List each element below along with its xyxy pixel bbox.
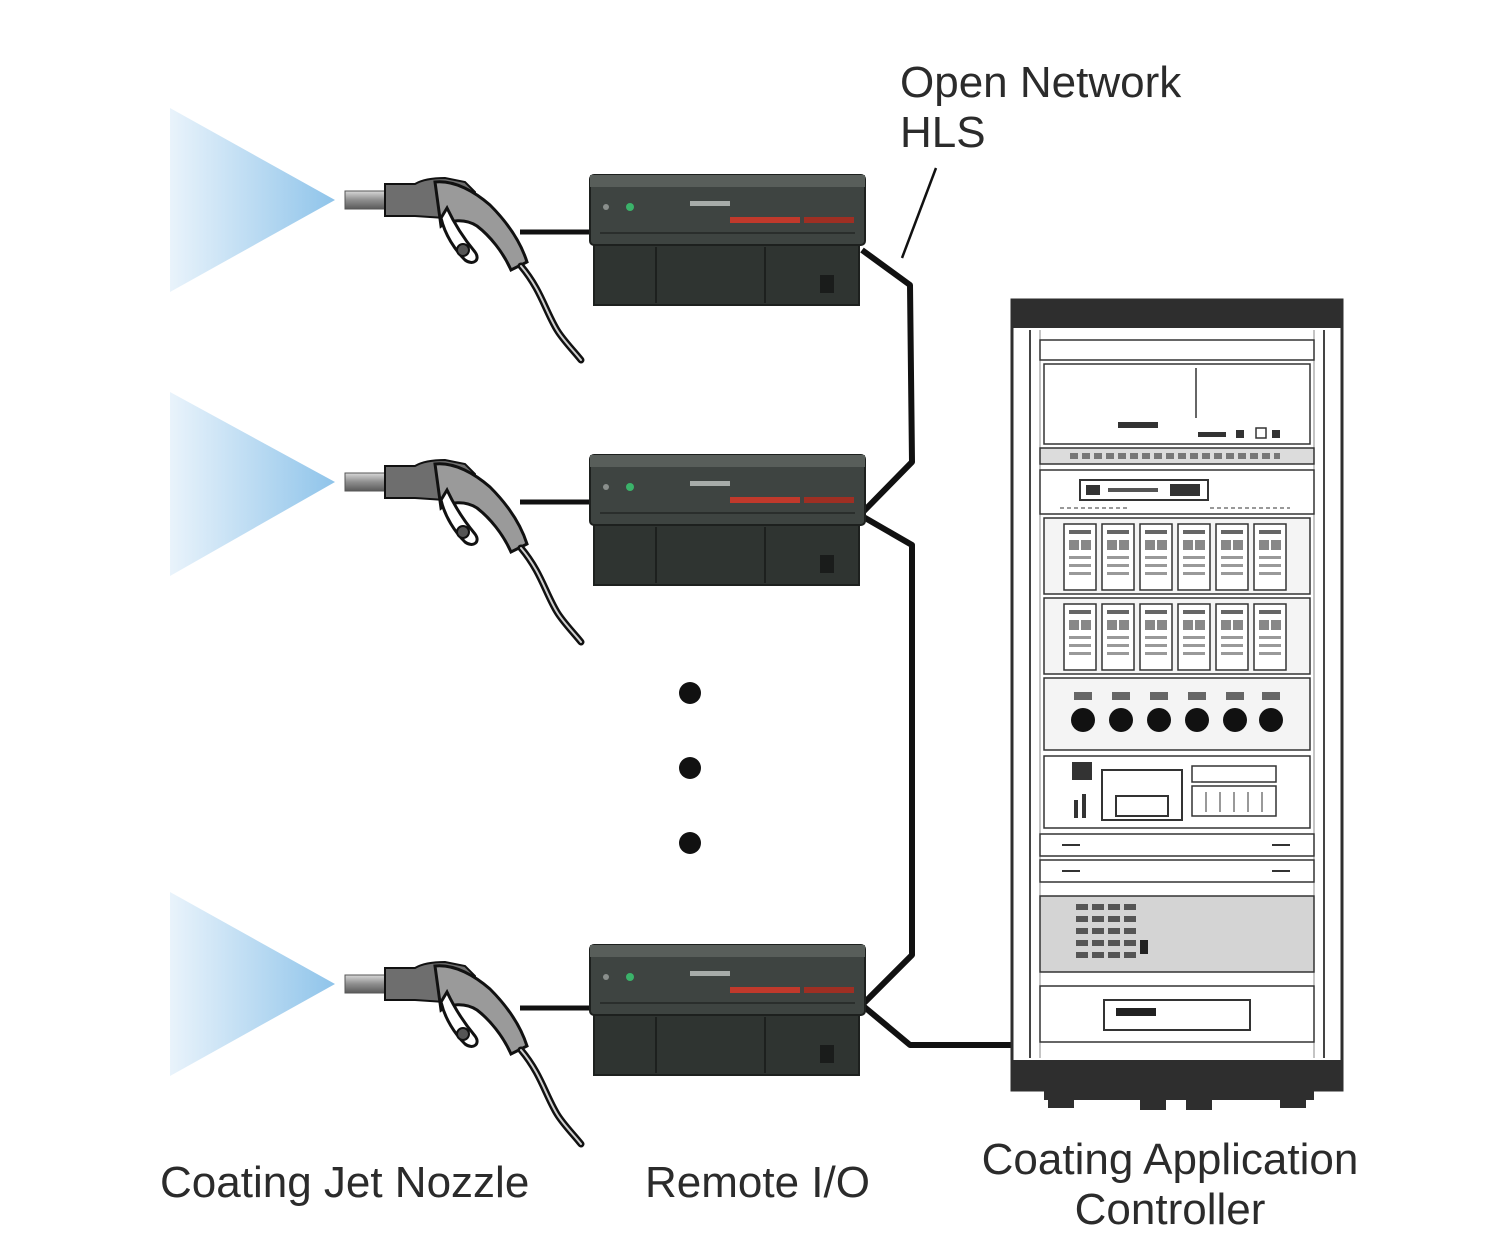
- remote-io-caption: Remote I/O: [645, 1158, 870, 1207]
- remote-io-module-icon: [589, 174, 866, 306]
- vertical-ellipsis-icon: [679, 682, 701, 854]
- network-label-line1: Open Network: [900, 58, 1182, 107]
- remote-io-module-icon: [589, 454, 866, 586]
- controller-caption-line2: Controller: [1074, 1185, 1266, 1234]
- network-label-line2: HLS: [900, 108, 986, 157]
- network-label-leader: [900, 167, 938, 259]
- network-label: Open Network HLS: [900, 58, 1181, 158]
- controller-caption-line1: Coating Application: [981, 1135, 1359, 1184]
- remote-io-module-icon: [589, 944, 866, 1076]
- spray-cone-icon: [170, 108, 335, 292]
- nozzle-caption: Coating Jet Nozzle: [160, 1158, 530, 1207]
- spray-cone-icon: [170, 892, 335, 1076]
- spray-cone-icon: [170, 392, 335, 576]
- spray-nozzle-icon: [345, 460, 581, 642]
- equipment-rack-icon: [1010, 298, 1344, 1110]
- spray-nozzle-icon: [345, 178, 581, 360]
- network-cable: [857, 247, 1012, 1048]
- controller-caption: Coating Application Controller: [960, 1135, 1380, 1235]
- spray-nozzle-icon: [345, 962, 581, 1144]
